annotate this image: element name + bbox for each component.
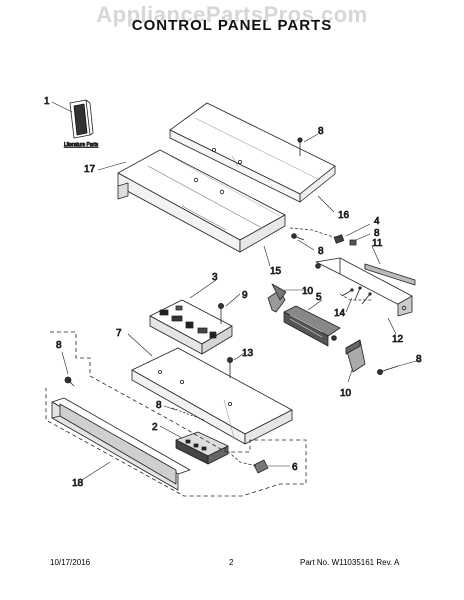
- screw-8-mid: [291, 233, 305, 241]
- part-12-base-plate: [131, 347, 293, 445]
- callout-9: 9: [242, 290, 248, 301]
- callout-12: 7: [116, 328, 122, 339]
- callout-13: 12: [392, 334, 404, 345]
- part-10-lower-bracket: [345, 339, 366, 373]
- callout-7: 8: [156, 400, 162, 411]
- leader-lines: [51, 101, 421, 481]
- callout-8: 8: [318, 126, 324, 137]
- callout-15: 15: [270, 266, 282, 277]
- part-13-rear-bracket: [315, 257, 413, 317]
- callout-3: 3: [212, 272, 218, 283]
- callout-4: 4: [374, 216, 380, 227]
- page-title: CONTROL PANEL PARTS: [131, 17, 333, 34]
- callout-10: 10: [302, 286, 314, 297]
- callout-11: 11: [372, 238, 383, 249]
- wire-dashed-14: [339, 293, 372, 301]
- screw-8-top: [297, 137, 303, 156]
- part-6-connector: [253, 459, 269, 474]
- callout-2: 2: [152, 422, 158, 433]
- screw-8-center: [226, 356, 233, 378]
- screw-8-right: [376, 365, 399, 375]
- callout-8: 13: [242, 348, 254, 359]
- footer-part-number: Part No. W11035161 Rev. A: [300, 558, 400, 567]
- callout-8: 8: [416, 354, 422, 365]
- callout-8: 8: [374, 228, 380, 239]
- part-4-clip: [333, 234, 357, 246]
- screw-8-left: [64, 376, 75, 387]
- callout-10: 10: [340, 388, 352, 399]
- literature-parts-label: Literature Parts: [64, 142, 99, 148]
- part-10-upper-bracket: [267, 283, 287, 313]
- part-18-front-trim: [51, 397, 191, 491]
- part-11-bracket: [364, 263, 416, 286]
- part-3-control-board: [149, 299, 233, 355]
- watermark: AppliancePartsPros.com: [96, 2, 368, 27]
- callout-8: 8: [56, 340, 62, 351]
- part-7-screw: [171, 407, 205, 421]
- part-16-top-cover: [169, 102, 336, 203]
- callout-1: 1: [44, 96, 50, 107]
- part-14-terminals: [341, 286, 372, 305]
- callout-5: 5: [316, 292, 322, 303]
- callout-18: 18: [72, 478, 84, 489]
- callout-14: 14: [334, 308, 346, 319]
- screw-9: [217, 302, 224, 324]
- wire-dashed-right: [289, 227, 341, 239]
- callout-17: 17: [84, 164, 96, 175]
- part-5-blower: [283, 305, 341, 347]
- callout-16: 16: [338, 210, 350, 221]
- part-17-panel-support: [117, 149, 286, 253]
- part-2-keypad: [175, 431, 229, 465]
- footer-page: 2: [229, 558, 234, 567]
- wire-dashed-keypad: [223, 447, 257, 467]
- callout-6: 6: [292, 462, 298, 473]
- assembly-outline-left: [45, 331, 307, 497]
- callout-8: 8: [318, 246, 324, 257]
- part-1-literature-booklet: [69, 99, 94, 139]
- callouts: 1 17 8 16 4 8 8 11 15 3 9 10 5 14 7 12 1…: [44, 96, 423, 490]
- footer-date: 10/17/2016: [50, 558, 91, 567]
